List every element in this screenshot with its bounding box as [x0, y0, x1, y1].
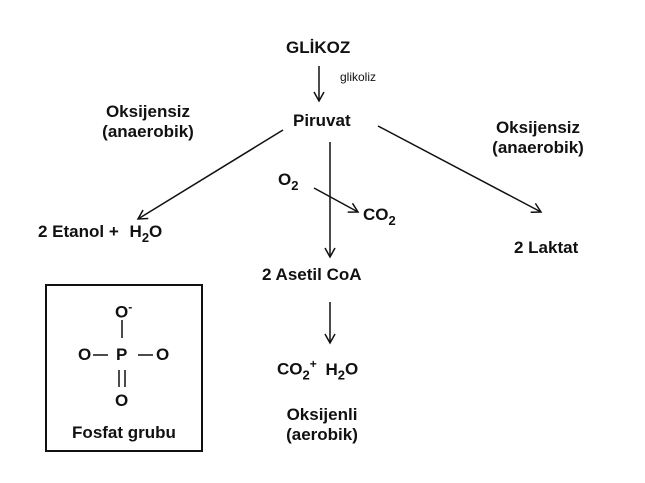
left-condition-line2: (anaerobik) — [102, 122, 194, 141]
phosphate-p: P — [116, 345, 128, 364]
left-condition: Oksijensiz (anaerobik) — [78, 102, 218, 142]
co2-sub: 2 — [388, 213, 396, 228]
oxygen-sub: 2 — [291, 178, 299, 193]
phosphate-o-top: O- — [115, 297, 132, 323]
aerobic-condition: Oksijenli (aerobik) — [262, 405, 382, 445]
left-condition-line1: Oksijensiz — [105, 102, 191, 121]
products-sub1: 2 — [302, 367, 310, 383]
right-condition-line2: (anaerobik) — [492, 138, 584, 157]
glucose-label: GLİKOZ — [286, 38, 351, 57]
phosphate-group-box — [45, 284, 203, 452]
arrow-to-lactate — [377, 125, 543, 213]
co2-co: CO — [363, 205, 389, 224]
phosphate-o-bottom: O — [115, 391, 129, 410]
arrow-to-ethanol — [136, 129, 284, 220]
products-sub2: 2 — [337, 367, 345, 383]
o-top: O — [115, 302, 129, 322]
oxygen-o: O — [278, 170, 292, 189]
products-h: H — [325, 359, 338, 379]
water-sub: 2 — [141, 230, 150, 245]
phosphate-o-left: O — [78, 345, 92, 364]
arrow-o2-co2 — [313, 187, 360, 213]
right-condition: Oksijensiz (anaerobik) — [468, 118, 608, 158]
phosphate-caption: Fosfat grubu — [72, 423, 176, 442]
products-co: CO — [277, 359, 303, 379]
aerobic-line2: (aerobik) — [286, 425, 358, 444]
pyruvate-label: Piruvat — [293, 111, 351, 130]
water-h: H — [129, 222, 142, 241]
oxygen-label: O2 — [278, 170, 298, 196]
acetyl-coa-label: 2 Asetil CoA — [262, 265, 362, 284]
right-condition-line1: Oksijensiz — [495, 118, 581, 137]
phosphate-o-right: O — [156, 345, 170, 364]
aerobic-products: CO2+ H2O — [277, 354, 358, 386]
plus-sign: + — [108, 222, 119, 241]
negative-charge: - — [128, 300, 133, 314]
glycolysis-label: glikoliz — [340, 70, 377, 84]
water-o: O — [149, 222, 163, 241]
ethanol-label: 2 Etanol — [38, 222, 105, 241]
products-plus: + — [309, 357, 317, 371]
co2-side-label: CO2 — [363, 205, 396, 231]
products-o: O — [345, 359, 359, 379]
lactate-label: 2 Laktat — [514, 238, 579, 257]
ethanol-products: 2 Etanol + H2O — [38, 222, 162, 248]
aerobic-line1: Oksijenli — [286, 405, 358, 424]
